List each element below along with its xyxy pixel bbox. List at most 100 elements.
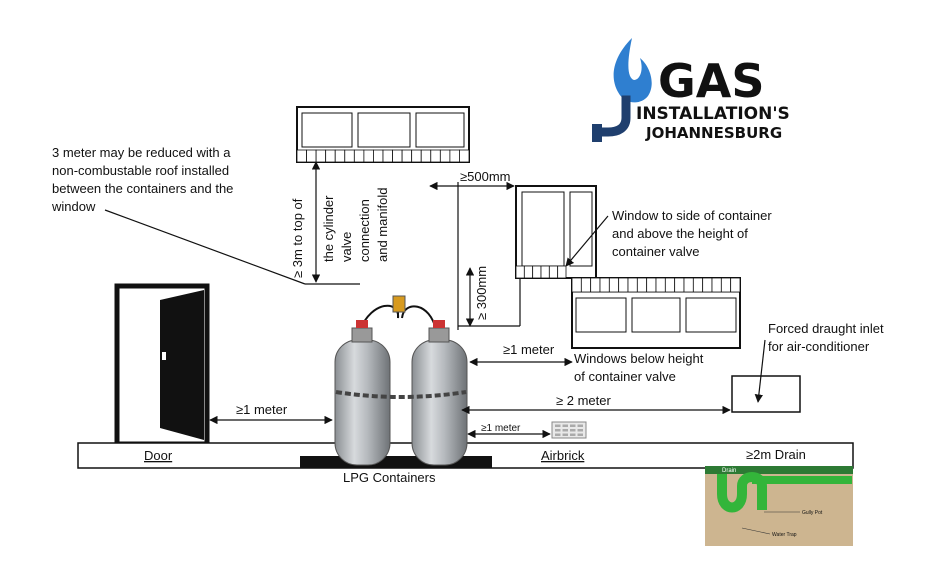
airbrick-slot (555, 433, 561, 436)
upper-window (296, 106, 470, 163)
windows-below-line-2: of container valve (574, 369, 676, 384)
lpg-cylinders (334, 295, 468, 466)
forced-draught-line-1: Forced draught inlet (768, 321, 884, 336)
drain-label-gully: Gully Pot (802, 510, 823, 516)
valve-conn-line-3: connection (357, 199, 372, 262)
drain-inset: Drain Gully Pot Water Trap (705, 466, 853, 546)
dist-2m-label: ≥ 2 meter (556, 393, 611, 408)
sill-brick (515, 265, 525, 279)
sill-brick (730, 277, 741, 293)
logo-line2: INSTALLATION'S (636, 104, 790, 124)
sill-brick (363, 149, 374, 163)
window-side-line-1: Window to side of container (612, 208, 772, 223)
airbrick-slot (570, 433, 576, 436)
sill-brick (449, 149, 460, 163)
dimension-lines (104, 161, 766, 439)
sill-brick (580, 277, 592, 293)
sill-brick (608, 277, 620, 293)
cylinder-right (411, 320, 468, 466)
drain-label-trap: Water Trap (772, 532, 797, 538)
airbrick-slot (562, 429, 568, 432)
sill-brick (382, 149, 393, 163)
windows-below-note: Windows below height of container valve (574, 351, 704, 384)
dist-300mm-label: ≥ 300mm (474, 266, 489, 320)
sill-brick (325, 149, 336, 163)
sill-brick (306, 149, 317, 163)
sill-brick (557, 265, 567, 279)
airbrick-slot (577, 433, 583, 436)
dist-500mm-label: ≥500mm (460, 169, 510, 184)
sill-brick (702, 277, 713, 293)
height-3m-label: ≥ 3m to top of (290, 198, 305, 278)
drain-inset-header: Drain (722, 468, 736, 474)
airbrick-slot (555, 429, 561, 432)
sill-brick (296, 149, 307, 163)
airbrick-slot (562, 424, 568, 427)
roof-note-line-3: between the containers and the (52, 181, 233, 196)
sill-brick (334, 149, 346, 163)
sill-brick (430, 149, 441, 163)
window-side-line-3: container valve (612, 244, 699, 259)
window-side-line-2: and above the height of (612, 226, 748, 241)
valve-conn-line-1: the cylinder (321, 195, 336, 262)
sill-brick (599, 277, 610, 293)
sill-brick (459, 149, 470, 163)
lower-window (571, 277, 741, 349)
container-base-slab (300, 456, 492, 468)
sill-brick (523, 265, 534, 279)
sill-brick (711, 277, 722, 293)
sill-brick (636, 277, 648, 293)
forced-draught-line-2: for air-conditioner (768, 339, 870, 354)
airbrick-slot (555, 424, 561, 427)
flame-pipe-icon (592, 38, 652, 142)
windows-below-line-1: Windows below height (574, 351, 704, 366)
door-label: Door (144, 448, 173, 463)
valve-connection-label: the cylinder valve connection and manifo… (321, 188, 390, 262)
sill-brick (646, 277, 657, 293)
sill-brick (439, 149, 451, 163)
valve-conn-line-4: and manifold (375, 188, 390, 262)
sill-brick (590, 277, 601, 293)
sill-brick (674, 277, 685, 293)
air-conditioner-inlet (731, 375, 801, 413)
valve-conn-line-2: valve (339, 232, 354, 262)
sill-brick (692, 277, 704, 293)
dist-1m-windows-label: ≥1 meter (503, 342, 555, 357)
roof-note: 3 meter may be reduced with a non-combus… (51, 145, 233, 214)
airbrick-slot (570, 424, 576, 427)
side-window (515, 185, 597, 279)
sill-brick (618, 277, 629, 293)
sill-brick (720, 277, 732, 293)
cylinder-chain (335, 390, 467, 399)
airbrick-slot (577, 429, 583, 432)
sill-brick (392, 149, 403, 163)
sill-brick (532, 265, 542, 279)
airbrick-slot (562, 433, 568, 436)
sill-brick (571, 277, 582, 293)
sill-brick (420, 149, 432, 163)
sill-brick (373, 149, 384, 163)
sill-brick (353, 149, 365, 163)
roof-note-line-4: window (51, 199, 96, 214)
sill-brick (664, 277, 676, 293)
sill-brick (315, 149, 327, 163)
airbrick-label: Airbrick (541, 448, 585, 463)
sill-brick (627, 277, 638, 293)
sill-brick (344, 149, 355, 163)
sill-brick (540, 265, 550, 279)
dist-1m-door-label: ≥1 meter (236, 402, 288, 417)
sill-brick (411, 149, 422, 163)
sill-brick (401, 149, 413, 163)
company-logo: GAS INSTALLATION'S JOHANNESBURG (592, 38, 790, 142)
sill-brick (655, 277, 666, 293)
cylinder-left (334, 320, 391, 466)
logo-word: GAS (658, 54, 765, 108)
drain-label: ≥2m Drain (746, 447, 806, 462)
roof-note-line-2: non-combustable roof installed (52, 163, 229, 178)
logo-line3: JOHANNESBURG (645, 124, 782, 142)
sill-brick (683, 277, 694, 293)
window-side-note: Window to side of container and above th… (612, 208, 772, 259)
roof-note-line-1: 3 meter may be reduced with a (52, 145, 231, 160)
sill-brick (548, 265, 559, 279)
